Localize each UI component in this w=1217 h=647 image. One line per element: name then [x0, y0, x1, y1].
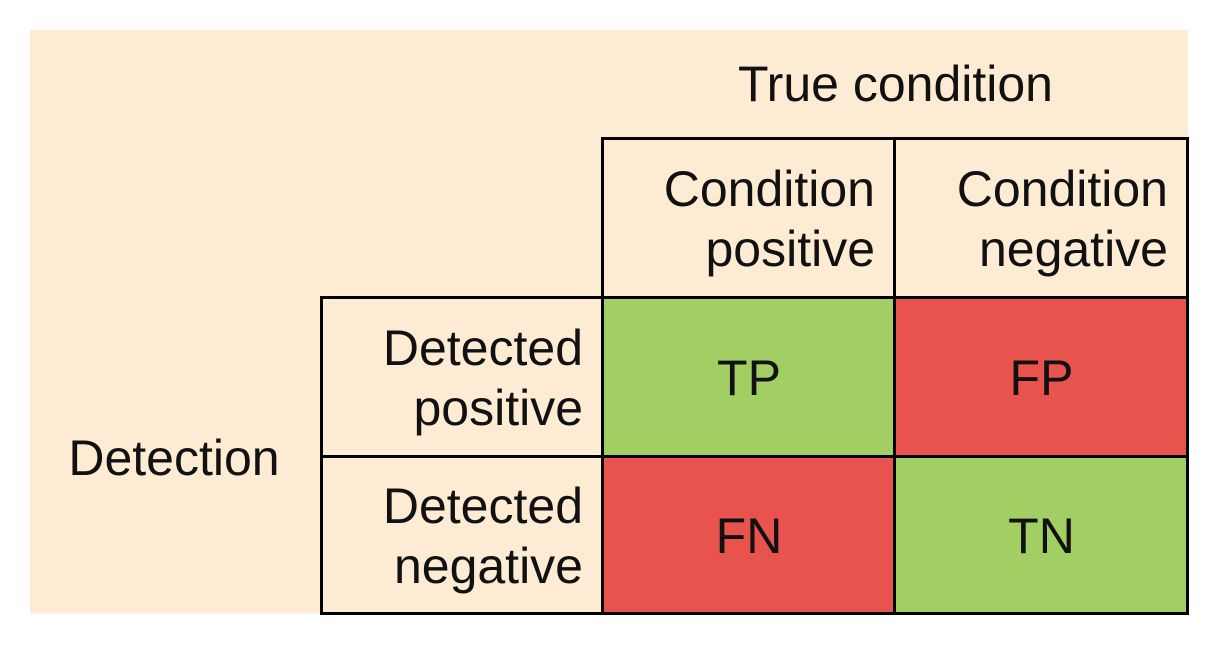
grid-line-bottom — [320, 612, 1189, 615]
grid-line-right — [1186, 137, 1189, 615]
grid-line-column-2 — [893, 137, 896, 615]
row-header-detected-positive: Detected positive — [322, 298, 603, 457]
row-header-line1: Detected — [382, 477, 583, 534]
cell-value: TP — [717, 349, 781, 406]
column-header-line1: Condition — [663, 160, 875, 217]
grid-line-middle — [320, 455, 1189, 458]
cell-true-positive: TP — [603, 298, 895, 457]
cell-value: FP — [1009, 349, 1074, 406]
cell-false-negative: FN — [603, 457, 895, 614]
grid-line-column-1 — [601, 137, 604, 615]
column-header-line1: Condition — [956, 160, 1168, 217]
row-header-line2: positive — [413, 379, 583, 436]
column-header-condition-negative: Condition negative — [895, 139, 1188, 298]
cell-true-negative: TN — [895, 457, 1188, 614]
row-header-line2: negative — [393, 537, 583, 594]
cell-value: FN — [715, 507, 783, 564]
column-header-line2: negative — [978, 220, 1168, 277]
column-header-line2: positive — [705, 220, 875, 277]
grid-line-left — [320, 296, 323, 615]
row-header-line1: Detected — [382, 319, 583, 376]
column-header-condition-positive: Condition positive — [603, 139, 895, 298]
cell-value: TN — [1008, 507, 1075, 564]
grid-line-header-bottom — [320, 296, 1189, 299]
true-condition-label: True condition — [738, 56, 1053, 112]
detection-label: Detection — [68, 430, 280, 486]
row-header-detected-negative: Detected negative — [322, 457, 603, 614]
cell-false-positive: FP — [895, 298, 1188, 457]
